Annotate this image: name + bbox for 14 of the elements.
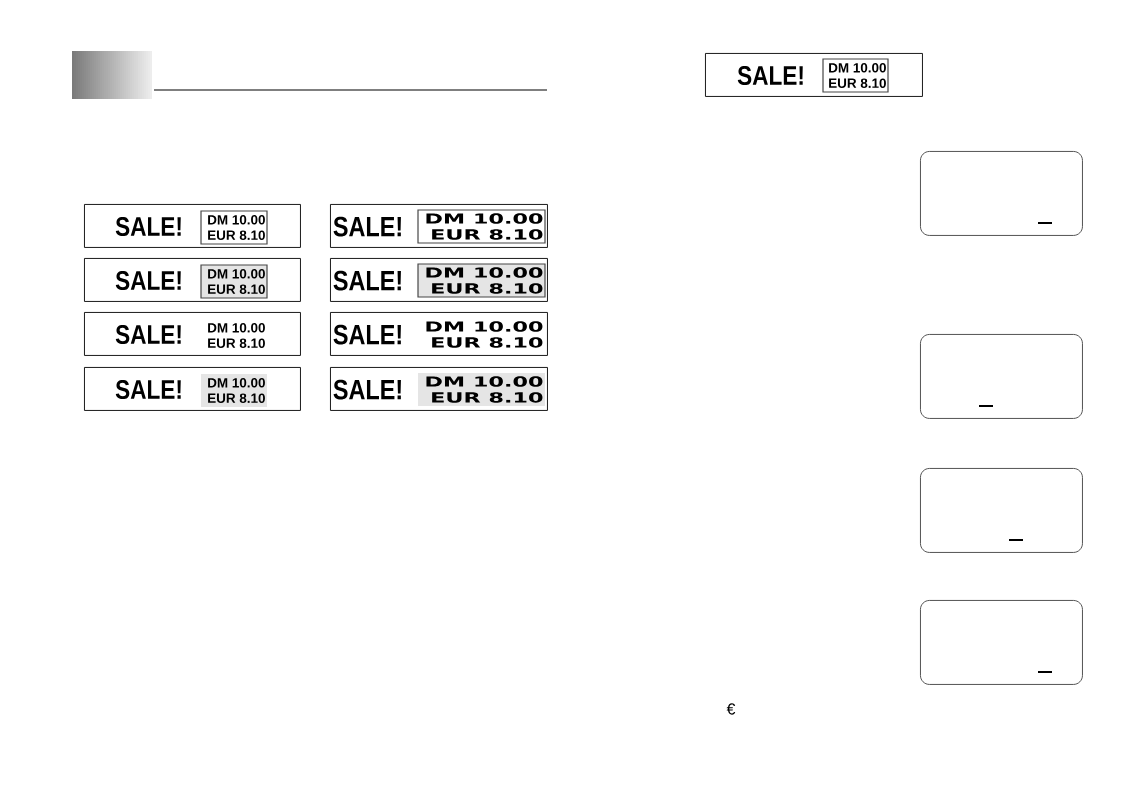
lcd-display bbox=[920, 151, 1083, 236]
price-box: DM 10.00 EUR 8.10 bbox=[200, 210, 268, 245]
euro-sign: € bbox=[726, 703, 736, 715]
lcd-display bbox=[920, 600, 1083, 685]
price-box: DM 10.00 EUR 8.10 bbox=[200, 264, 268, 299]
price-box: DM 10.00 EUR 8.10 bbox=[822, 58, 889, 93]
price-box: DM 10.00 EUR 8.10 bbox=[417, 263, 546, 298]
lcd-display bbox=[920, 468, 1083, 553]
lcd-display bbox=[920, 334, 1083, 419]
label-box: SALE! DM 10.00 EUR 8.10 bbox=[330, 312, 548, 356]
price-box: DM 10.00 EUR 8.10 bbox=[418, 373, 545, 406]
label-box: SALE! DM 10.00 EUR 8.10 bbox=[84, 312, 301, 356]
price-box: DM 10.00 EUR 8.10 bbox=[201, 374, 267, 407]
price-box: DM 10.00 EUR 8.10 bbox=[417, 209, 546, 244]
